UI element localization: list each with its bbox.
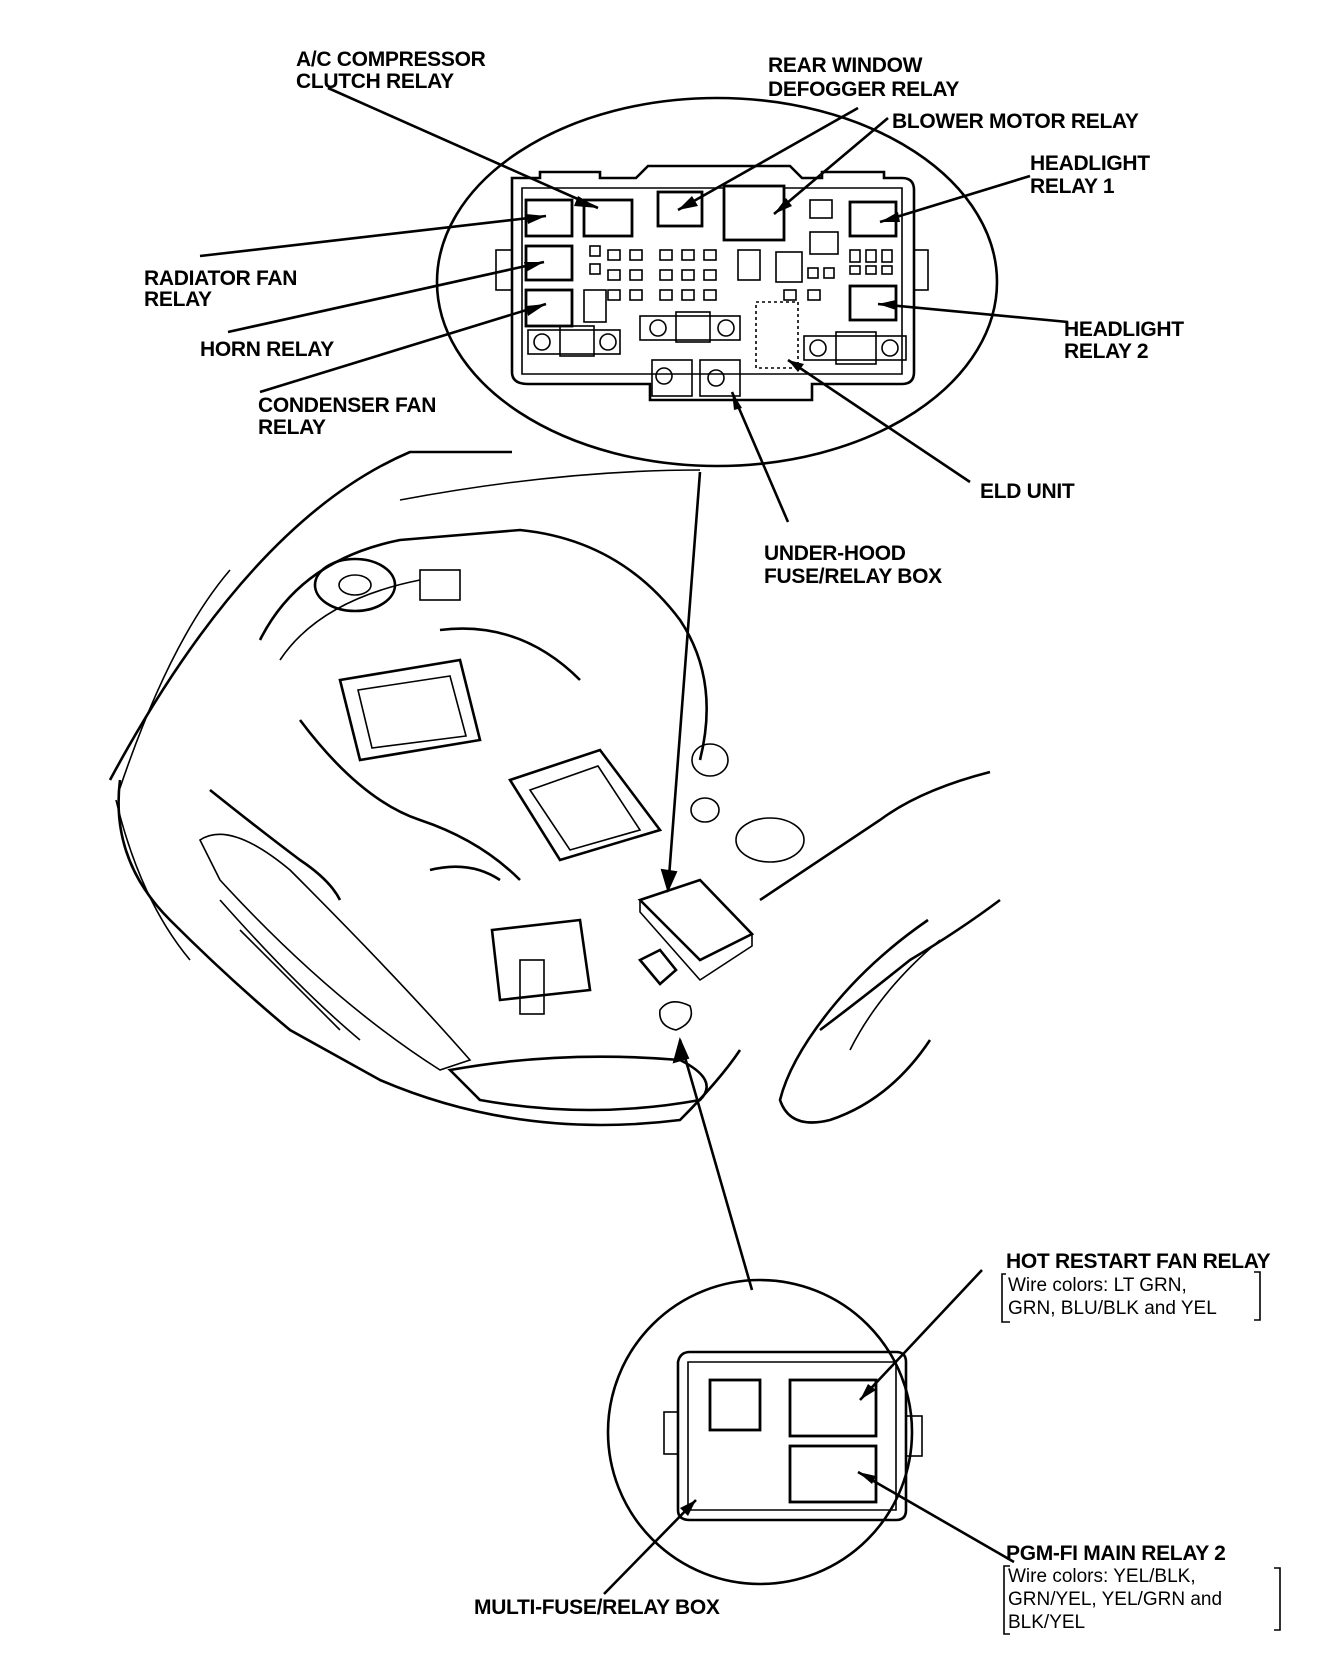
label-under-hood-box: UNDER-HOOD FUSE/RELAY BOX: [764, 542, 942, 588]
label-rear-window-defogger: REAR WINDOW DEFOGGER RELAY: [768, 54, 960, 101]
under-hood-callout-ellipse: [435, 96, 999, 468]
leader-lines: [199, 86, 1069, 1595]
fuse-grid: [589, 245, 893, 301]
label-condenser-fan: CONDENSER FAN RELAY: [258, 394, 436, 439]
under-hood-box-inner: [521, 187, 903, 375]
svg-text:UNDER-HOOD: UNDER-HOOD: [764, 542, 906, 565]
svg-text:Wire colors: LT GRN,: Wire colors: LT GRN,: [1008, 1275, 1187, 1296]
multi-fuse-box-callout: [606, 1278, 923, 1586]
blower-motor-relay-block: [722, 184, 786, 242]
hot-restart-fan-relay-block: [788, 1378, 878, 1438]
multi-fuse-box-outline: [676, 1350, 908, 1522]
svg-text:HEADLIGHT: HEADLIGHT: [1030, 152, 1150, 175]
svg-text:CLUTCH RELAY: CLUTCH RELAY: [296, 70, 454, 93]
bolt-terminals: [527, 311, 907, 397]
multi-fuse-box-in-car: [637, 948, 678, 986]
under-hood-box-callout: [435, 96, 999, 468]
rear-window-relay-block: [656, 190, 704, 228]
label-radiator-fan: RADIATOR FAN RELAY: [144, 267, 297, 311]
under-hood-pointer-line: [666, 471, 702, 891]
svg-text:GRN, BLU/BLK and YEL: GRN, BLU/BLK and YEL: [1008, 1298, 1217, 1319]
svg-text:REAR WINDOW: REAR WINDOW: [768, 54, 923, 77]
headlight: [447, 1055, 708, 1112]
svg-text:RELAY: RELAY: [144, 288, 212, 311]
svg-text:HEADLIGHT: HEADLIGHT: [1064, 318, 1184, 341]
pgm-fi-main-relay-2-block: [788, 1444, 878, 1504]
label-headlight-relay-2: HEADLIGHT RELAY 2: [1064, 318, 1185, 363]
battery: [490, 918, 592, 1002]
svg-text:BLOWER MOTOR RELAY: BLOWER MOTOR RELAY: [892, 110, 1139, 133]
svg-text:A/C COMPRESSOR: A/C COMPRESSOR: [296, 48, 486, 71]
engine-block: [508, 748, 663, 862]
multi-fuse-callout-circle: [606, 1278, 914, 1586]
svg-text:HORN RELAY: HORN RELAY: [200, 338, 334, 361]
ac-compressor-relay-block: [582, 198, 634, 238]
svg-text:ELD UNIT: ELD UNIT: [980, 480, 1075, 503]
label-horn-relay: HORN RELAY: [200, 338, 335, 361]
svg-text:FUSE/RELAY BOX: FUSE/RELAY BOX: [764, 565, 942, 588]
multi-fuse-pointer-line: [678, 1039, 754, 1291]
svg-text:DEFOGGER RELAY: DEFOGGER RELAY: [768, 78, 959, 101]
eld-unit-block: [755, 301, 799, 369]
condenser-fan-relay-block: [524, 288, 574, 328]
under-hood-box-in-car: [637, 878, 755, 962]
label-ac-compressor: A/C COMPRESSOR CLUTCH RELAY: [296, 48, 486, 93]
label-eld-unit: ELD UNIT: [980, 480, 1075, 503]
svg-text:Wire colors: YEL/BLK,: Wire colors: YEL/BLK,: [1008, 1566, 1196, 1587]
svg-text:RELAY 1: RELAY 1: [1030, 175, 1115, 198]
svg-text:RELAY: RELAY: [258, 416, 326, 439]
svg-text:PGM-FI MAIN RELAY 2: PGM-FI MAIN RELAY 2: [1006, 1542, 1226, 1565]
engine-bay-illustration: [108, 450, 1001, 1127]
grille: [198, 833, 472, 1071]
svg-text:BLK/YEL: BLK/YEL: [1008, 1612, 1085, 1633]
under-hood-box-outline: [510, 164, 916, 402]
label-pgm-fi-main-relay-2: PGM-FI MAIN RELAY 2 Wire colors: YEL/BLK…: [1003, 1542, 1281, 1635]
svg-text:HOT RESTART FAN RELAY: HOT RESTART FAN RELAY: [1006, 1250, 1271, 1273]
svg-text:GRN/YEL, YEL/GRN and: GRN/YEL, YEL/GRN and: [1008, 1589, 1222, 1610]
label-multi-fuse-relay-box: MULTI-FUSE/RELAY BOX: [474, 1596, 720, 1619]
label-hot-restart-fan-relay: HOT RESTART FAN RELAY Wire colors: LT GR…: [1001, 1250, 1271, 1323]
small-relay-block: [708, 1378, 762, 1432]
reservoir-cap: [313, 557, 397, 613]
svg-text:RADIATOR FAN: RADIATOR FAN: [144, 267, 297, 290]
label-headlight-relay-1: HEADLIGHT RELAY 1: [1030, 152, 1151, 198]
label-blower-motor: BLOWER MOTOR RELAY: [892, 110, 1139, 133]
svg-text:CONDENSER FAN: CONDENSER FAN: [258, 394, 436, 417]
wheel-arch: [778, 918, 932, 1124]
svg-text:MULTI-FUSE/RELAY BOX: MULTI-FUSE/RELAY BOX: [474, 1596, 720, 1619]
svg-text:RELAY 2: RELAY 2: [1064, 340, 1148, 363]
engine-intake: [338, 658, 482, 762]
